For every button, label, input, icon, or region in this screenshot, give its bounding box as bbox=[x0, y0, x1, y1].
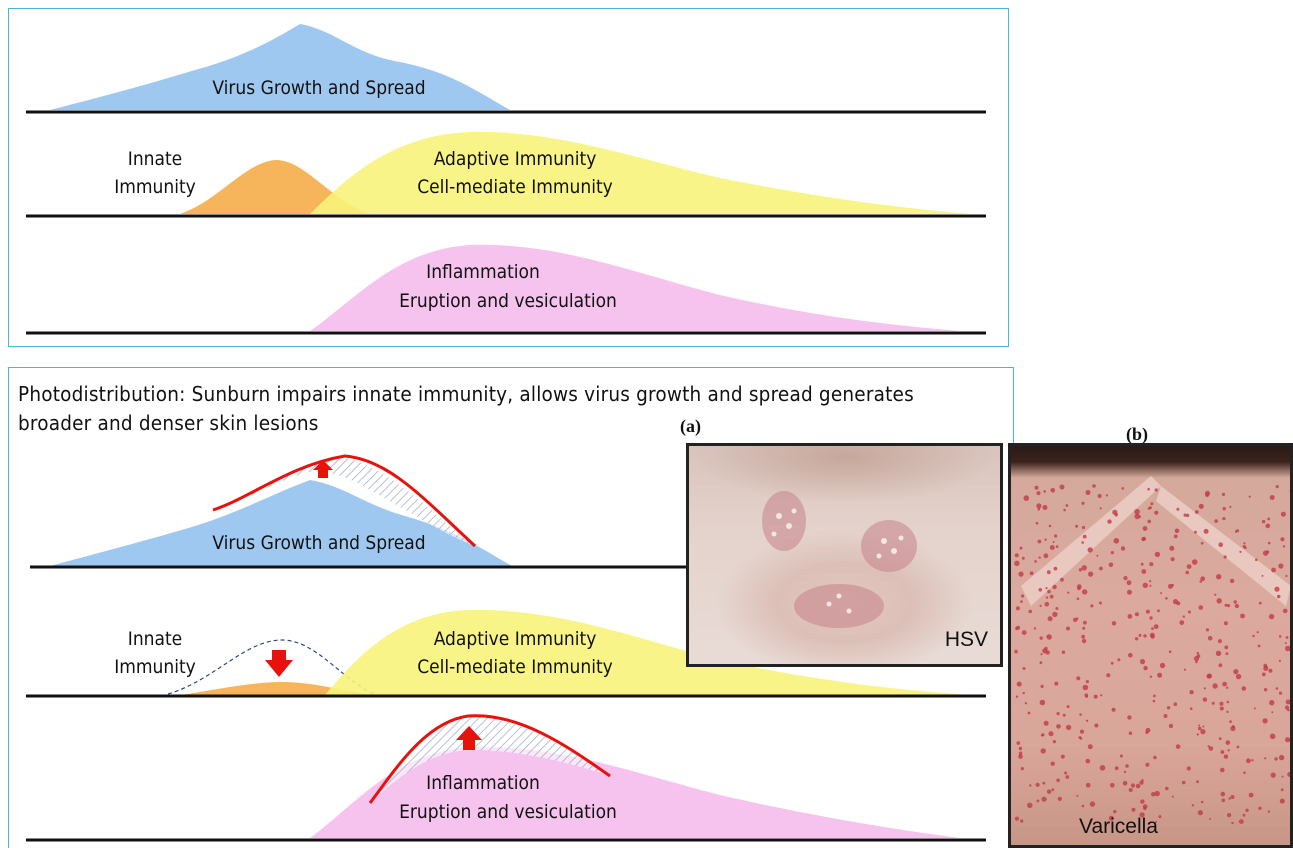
virus-label-sunburn: Virus Growth and Spread bbox=[212, 532, 425, 554]
inflammation-label-1: Inflammation bbox=[426, 261, 540, 283]
virus-label: Virus Growth and Spread bbox=[212, 77, 425, 99]
inflammation-label-1-sunburn: Inflammation bbox=[426, 772, 540, 794]
inflammation-label-2: Eruption and vesiculation bbox=[399, 290, 617, 312]
inflammation-curve bbox=[310, 245, 960, 331]
adaptive-label-1: Adaptive Immunity bbox=[434, 148, 597, 170]
varicella-photo: Varicella bbox=[1008, 443, 1293, 848]
innate-label-2-sunburn: Immunity bbox=[114, 656, 196, 678]
adaptive-curve bbox=[310, 132, 970, 214]
adaptive-label-2: Cell-mediate Immunity bbox=[417, 176, 613, 198]
hsv-photo: HSV bbox=[686, 443, 1003, 667]
innate-label-1: Innate bbox=[128, 148, 182, 170]
inflammation-label-2-sunburn: Eruption and vesiculation bbox=[399, 801, 617, 823]
adaptive-label-1-sunburn: Adaptive Immunity bbox=[434, 628, 597, 650]
innate-label-2: Immunity bbox=[114, 176, 196, 198]
photo-a-caption: (a) bbox=[680, 416, 701, 437]
photo-b-caption: (b) bbox=[1126, 424, 1148, 445]
innate-label-1-sunburn: Innate bbox=[128, 628, 182, 650]
adaptive-label-2-sunburn: Cell-mediate Immunity bbox=[417, 656, 613, 678]
hsv-label: HSV bbox=[945, 628, 988, 652]
varicella-lesions bbox=[1011, 446, 1293, 848]
down-arrow-innate bbox=[265, 650, 293, 677]
varicella-label: Varicella bbox=[1079, 815, 1158, 839]
